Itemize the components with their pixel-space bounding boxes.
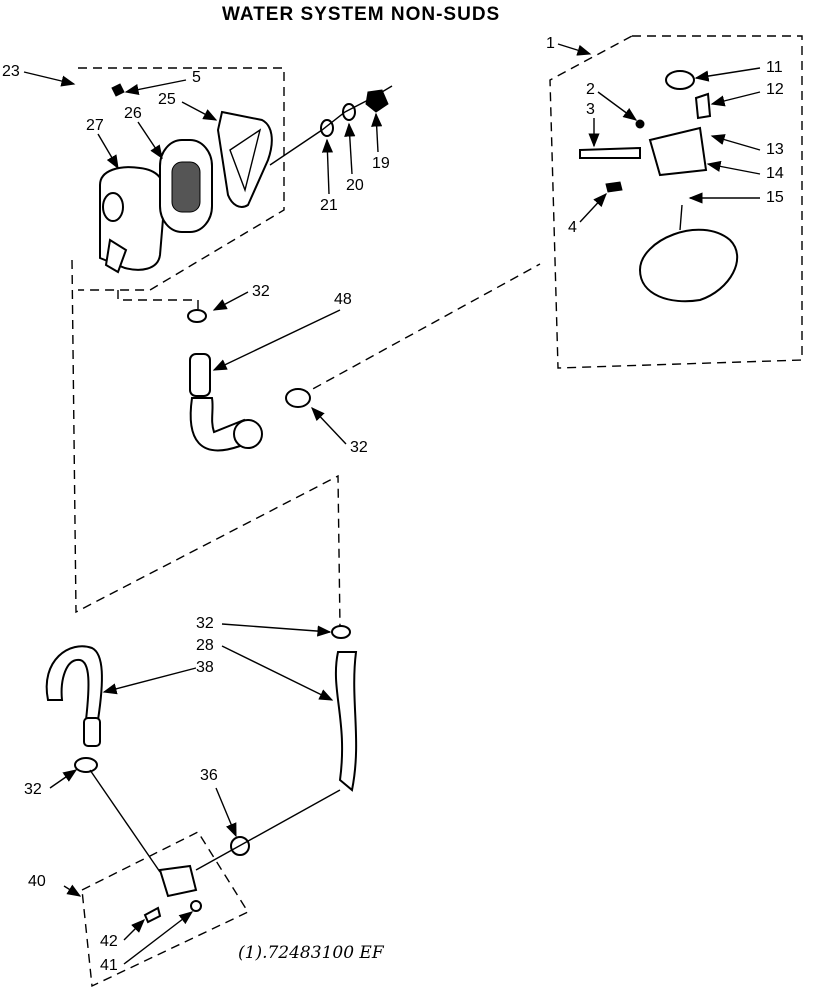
nut-19 (365, 89, 389, 113)
callout-36: 36 (200, 767, 218, 784)
screw-part (111, 83, 125, 97)
screw-42-part (143, 906, 162, 924)
hose-48-part (189, 353, 263, 452)
callout-27: 27 (86, 117, 104, 134)
hose-28-part (334, 651, 358, 792)
callout-1: 1 (546, 35, 555, 52)
callout-5: 5 (192, 69, 201, 86)
hose-group: 32 48 32 32 28 38 32 36 40 42 41 (24, 259, 541, 988)
callout-38: 38 (196, 659, 214, 676)
callout-26: 26 (124, 105, 142, 122)
clamp-32-right (285, 388, 311, 408)
callout-11: 11 (766, 59, 783, 76)
callout-32-b: 32 (350, 439, 368, 456)
callout-28: 28 (196, 637, 214, 654)
callout-42: 42 (100, 933, 118, 950)
filter-assembly-group: 23 5 26 25 27 21 20 19 (2, 63, 393, 291)
callout-19: 19 (372, 155, 390, 172)
valve-assembly-group: 1 2 3 4 11 12 13 14 15 (546, 35, 803, 369)
clamp-32-left (74, 757, 98, 773)
valve-bracket-part (648, 126, 708, 177)
drain-valve-part (158, 864, 198, 898)
callout-13: 13 (766, 141, 784, 158)
callout-40: 40 (28, 873, 46, 890)
hose-38-part (45, 645, 103, 721)
callout-41: 41 (100, 957, 118, 974)
diagram-title: WATER SYSTEM NON-SUDS (222, 4, 500, 25)
callout-21: 21 (320, 197, 338, 214)
callout-14: 14 (766, 165, 784, 182)
drain-valve-boundary (81, 831, 250, 988)
callout-32-c: 32 (196, 615, 214, 632)
clamp-32-top (187, 309, 207, 323)
callout-3: 3 (586, 101, 595, 118)
callout-32-a: 32 (252, 283, 270, 300)
pump-body-part (638, 228, 739, 303)
filter-screen-part (159, 139, 213, 233)
clamp-32-mid (331, 625, 351, 639)
callout-15: 15 (766, 189, 784, 206)
callout-25: 25 (158, 91, 176, 108)
washer-41-part (190, 900, 202, 912)
callout-2: 2 (586, 81, 595, 98)
filter-assembly-boundary (78, 67, 285, 291)
pin-part (635, 119, 645, 129)
valve-cap-part (665, 70, 695, 90)
callout-48: 48 (334, 291, 352, 308)
filter-cover-part (216, 110, 273, 208)
valve-assembly-boundary (549, 35, 803, 369)
rod-part (579, 146, 641, 159)
clip-part (605, 181, 623, 193)
callout-20: 20 (346, 177, 364, 194)
callout-4: 4 (568, 219, 577, 236)
spring-part (694, 92, 712, 120)
footer-code: (1).72483100 EF (238, 943, 385, 963)
filter-housing-part (99, 166, 167, 274)
callout-32-d: 32 (24, 781, 42, 798)
callout-23: 23 (2, 63, 20, 80)
callout-12: 12 (766, 81, 784, 98)
